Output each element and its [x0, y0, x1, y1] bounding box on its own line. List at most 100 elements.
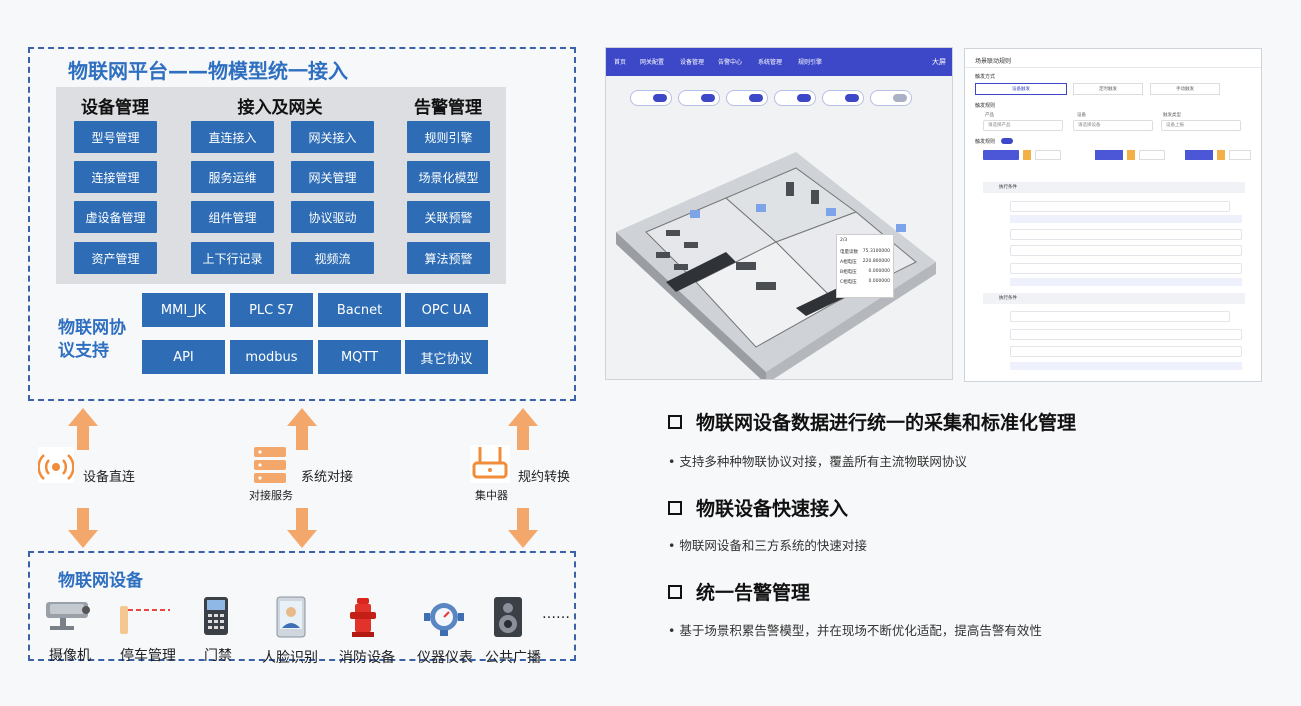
service-ops-button[interactable]: 服务运维 — [191, 161, 274, 193]
direct-access-button[interactable]: 直连接入 — [191, 121, 274, 153]
rule-chip[interactable] — [1185, 150, 1213, 160]
device-label-fire: 消防设备 — [339, 650, 395, 666]
connection-mgmt-button[interactable]: 连接管理 — [74, 161, 157, 193]
popup-value: 0.000000 — [868, 279, 890, 284]
add-row-bar[interactable] — [1010, 215, 1242, 223]
rule-chip[interactable] — [1217, 150, 1225, 160]
trigger-rule-label: 触发规则 — [975, 103, 996, 109]
arrow-down-middle — [287, 508, 317, 548]
feature-desc-2: • 物联网设备和三方系统的快速对接 — [668, 538, 867, 553]
select-product[interactable]: 请选择产品 — [983, 120, 1063, 131]
nav-item-gateway[interactable]: 网关配置 — [640, 59, 665, 66]
condition-group-2-header — [983, 293, 1245, 304]
nav-user[interactable]: 大屏 — [932, 58, 946, 66]
model-mgmt-button[interactable]: 型号管理 — [74, 121, 157, 153]
devices-frame — [28, 551, 576, 661]
feature-desc-3-text: 基于场景积累告警模型，并在现场不断优化适配，提高告警有效性 — [679, 623, 1042, 638]
rule-chip[interactable] — [983, 150, 1019, 160]
trigger-mode-label: 触发方式 — [975, 74, 996, 80]
popup-value: 0.000000 — [868, 269, 890, 274]
platform-title: 物联网平台——物模型统一接入 — [68, 59, 348, 83]
tab-manual-trigger[interactable]: 手动触发 — [1150, 83, 1220, 95]
condition-group-2-title: 执行条件 — [999, 296, 1017, 301]
device-label-face: 人脸识别 — [262, 650, 318, 666]
protocol-other: 其它协议 — [405, 340, 488, 374]
rule-chip[interactable] — [1229, 150, 1251, 160]
rule-chip[interactable] — [1035, 150, 1061, 160]
nav-item-rules[interactable]: 规则引擎 — [798, 59, 823, 66]
popup-title: 2/3 — [840, 238, 848, 243]
popup-value: 220.800000 — [862, 259, 890, 264]
docking-service-label: 对接服务 — [249, 489, 293, 502]
feature-desc-3: • 基于场景积累告警模型，并在现场不断优化适配，提高告警有效性 — [668, 623, 1042, 638]
rule-chip[interactable] — [1127, 150, 1135, 160]
component-mgmt-button[interactable]: 组件管理 — [191, 201, 274, 233]
trigger-rule-label-2: 触发规则 — [975, 139, 996, 145]
select-device[interactable]: 请选择设备 — [1073, 120, 1153, 131]
correlation-alert-button[interactable]: 关联预警 — [407, 201, 490, 233]
rule-engine-button[interactable]: 规则引擎 — [407, 121, 490, 153]
nav-item-home[interactable]: 首页 — [614, 59, 627, 66]
tab-device-trigger[interactable]: 设备触发 — [975, 83, 1067, 95]
select-trigger-type[interactable]: 设备上报 — [1161, 120, 1241, 131]
nav-item-system[interactable]: 系统管理 — [758, 59, 783, 66]
direct-connect-label: 设备直连 — [83, 470, 136, 485]
rule-chip[interactable] — [1095, 150, 1123, 160]
scenario-model-button[interactable]: 场景化模型 — [407, 161, 490, 193]
protocol-opcua: OPC UA — [405, 293, 488, 327]
popup-key: A相电压 — [840, 260, 857, 265]
nav-item-device[interactable]: 设备管理 — [680, 59, 705, 66]
gateway-access-button[interactable]: 网关接入 — [291, 121, 374, 153]
toggle-chip[interactable] — [774, 90, 816, 106]
arrow-down-left — [68, 508, 98, 548]
protocol-bacnet: Bacnet — [318, 293, 401, 327]
device-mgmt-header: 设备管理 — [81, 98, 149, 118]
condition-row — [1010, 229, 1242, 240]
speaker-icon — [494, 597, 522, 637]
video-stream-button[interactable]: 视频流 — [291, 242, 374, 274]
rule-switch[interactable] — [1001, 138, 1013, 144]
protocol-mmi: MMI_JK — [142, 293, 225, 327]
nav-item-alarm[interactable]: 告警中心 — [718, 59, 743, 66]
field-trigger-type-label: 触发类型 — [1163, 113, 1181, 118]
feature-heading-2-text: 物联设备快速接入 — [696, 498, 849, 520]
toggle-chip[interactable] — [822, 90, 864, 106]
toggle-chip[interactable] — [726, 90, 768, 106]
device-toggle-row — [630, 90, 952, 108]
server-icon — [254, 447, 286, 483]
platform-frame — [28, 47, 576, 401]
protocol-support-label: 物联网协议支持 — [58, 318, 126, 361]
toggle-chip[interactable] — [630, 90, 672, 106]
condition-row — [1010, 201, 1230, 212]
form-title: 场景联动规则 — [975, 58, 1012, 65]
gateway-mgmt-button[interactable]: 网关管理 — [291, 161, 374, 193]
popup-key: C相电压 — [840, 280, 857, 285]
toggle-chip[interactable] — [870, 90, 912, 106]
form-divider — [965, 67, 1261, 68]
protocol-driver-button[interactable]: 协议驱动 — [291, 201, 374, 233]
add-row-bar[interactable] — [1010, 278, 1242, 286]
feature-heading-2: 物联设备快速接入 — [668, 494, 848, 521]
popup-value: 75.3100000 — [862, 249, 890, 254]
condition-row — [1010, 263, 1242, 274]
up-down-record-button[interactable]: 上下行记录 — [191, 242, 274, 274]
arrow-up-middle — [287, 408, 317, 450]
rule-form-screenshot: 场景联动规则 触发方式 设备触发 定时触发 手动触发 触发规则 产品 设备 触发… — [964, 48, 1262, 382]
rule-chip[interactable] — [1139, 150, 1165, 160]
protocol-mqtt: MQTT — [318, 340, 401, 374]
rule-chip[interactable] — [1023, 150, 1031, 160]
alarm-mgmt-header: 告警管理 — [414, 98, 482, 118]
field-device-label: 设备 — [1077, 113, 1086, 118]
virtual-device-button[interactable]: 虚设备管理 — [74, 201, 157, 233]
condition-group-1-header — [983, 182, 1245, 193]
tab-timed-trigger[interactable]: 定时触发 — [1073, 83, 1143, 95]
toggle-chip[interactable] — [678, 90, 720, 106]
more-devices-ellipsis: …… — [542, 606, 570, 622]
add-row-bar[interactable] — [1010, 362, 1242, 370]
protocol-api: API — [142, 340, 225, 374]
asset-mgmt-button[interactable]: 资产管理 — [74, 242, 157, 274]
device-label-meter: 仪器仪表 — [417, 650, 473, 666]
arrow-up-left — [68, 408, 98, 450]
algorithm-alert-button[interactable]: 算法预警 — [407, 242, 490, 274]
